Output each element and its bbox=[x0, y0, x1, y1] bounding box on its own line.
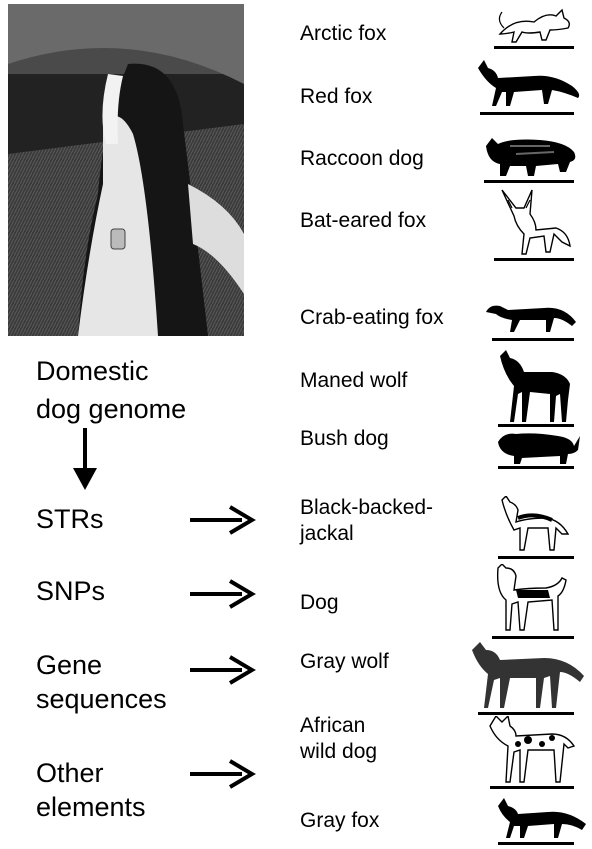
right-arrow-icon bbox=[190, 758, 260, 790]
black-backed-jackal-icon bbox=[498, 496, 572, 554]
genome-title-line1: Domestic bbox=[36, 352, 186, 390]
bat-eared-fox-baseline bbox=[494, 258, 574, 261]
gray-wolf-icon bbox=[470, 640, 590, 712]
right-arrow-icon bbox=[190, 654, 260, 686]
crab-eating-fox-icon bbox=[484, 300, 580, 336]
species-name-crab-eating-fox: Crab-eating fox bbox=[300, 305, 444, 331]
right-arrow-icon bbox=[190, 504, 260, 536]
bush-dog-baseline bbox=[498, 466, 574, 469]
bush-dog-icon bbox=[494, 428, 580, 468]
genome-title: Domestic dog genome bbox=[36, 352, 186, 428]
species-name-arctic-fox: Arctic fox bbox=[300, 21, 386, 47]
species-name-dog: Dog bbox=[300, 590, 339, 616]
maned-wolf-baseline bbox=[498, 424, 574, 427]
black-backed-jackal-baseline bbox=[498, 556, 574, 559]
species-name-bat-eared-fox: Bat-eared fox bbox=[300, 208, 426, 234]
dog-photo bbox=[8, 4, 244, 336]
species-name-raccoon-dog: Raccoon dog bbox=[300, 146, 424, 172]
element-label-gene-sequences: Gene sequences bbox=[36, 648, 167, 716]
arctic-fox-icon bbox=[494, 4, 576, 46]
element-label-strs: STRs bbox=[36, 502, 104, 536]
gray-wolf-baseline bbox=[478, 712, 574, 715]
element-label-snps: SNPs bbox=[36, 574, 105, 608]
african-wild-dog-icon bbox=[488, 716, 578, 786]
species-name-bush-dog: Bush dog bbox=[300, 426, 389, 452]
raccoon-dog-icon bbox=[480, 132, 580, 180]
genome-title-line2: dog genome bbox=[36, 390, 186, 428]
red-fox-baseline bbox=[480, 112, 574, 115]
bat-eared-fox-icon bbox=[496, 188, 576, 258]
element-label-other-elements: Other elements bbox=[36, 756, 146, 824]
maned-wolf-icon bbox=[496, 350, 576, 426]
species-name-maned-wolf: Maned wolf bbox=[300, 368, 407, 394]
gray-fox-baseline bbox=[498, 842, 574, 845]
species-name-african-wild-dog: African wild dog bbox=[300, 713, 377, 765]
arctic-fox-baseline bbox=[494, 46, 574, 49]
dog-photo-drawing bbox=[8, 4, 244, 336]
species-name-gray-wolf: Gray wolf bbox=[300, 649, 389, 675]
species-name-gray-fox: Gray fox bbox=[300, 808, 379, 834]
dog-baseline bbox=[492, 636, 574, 639]
dog-icon bbox=[488, 564, 568, 636]
species-name-red-fox: Red fox bbox=[300, 84, 372, 110]
red-fox-icon bbox=[474, 58, 584, 110]
african-wild-dog-baseline bbox=[490, 786, 574, 789]
species-name-black-backed-jackal: Black-backed- jackal bbox=[300, 495, 433, 547]
right-arrow-icon bbox=[190, 578, 260, 610]
raccoon-dog-baseline bbox=[484, 180, 574, 183]
down-arrow-icon bbox=[70, 428, 100, 492]
gray-fox-icon bbox=[494, 796, 590, 842]
crab-eating-fox-baseline bbox=[492, 338, 574, 341]
